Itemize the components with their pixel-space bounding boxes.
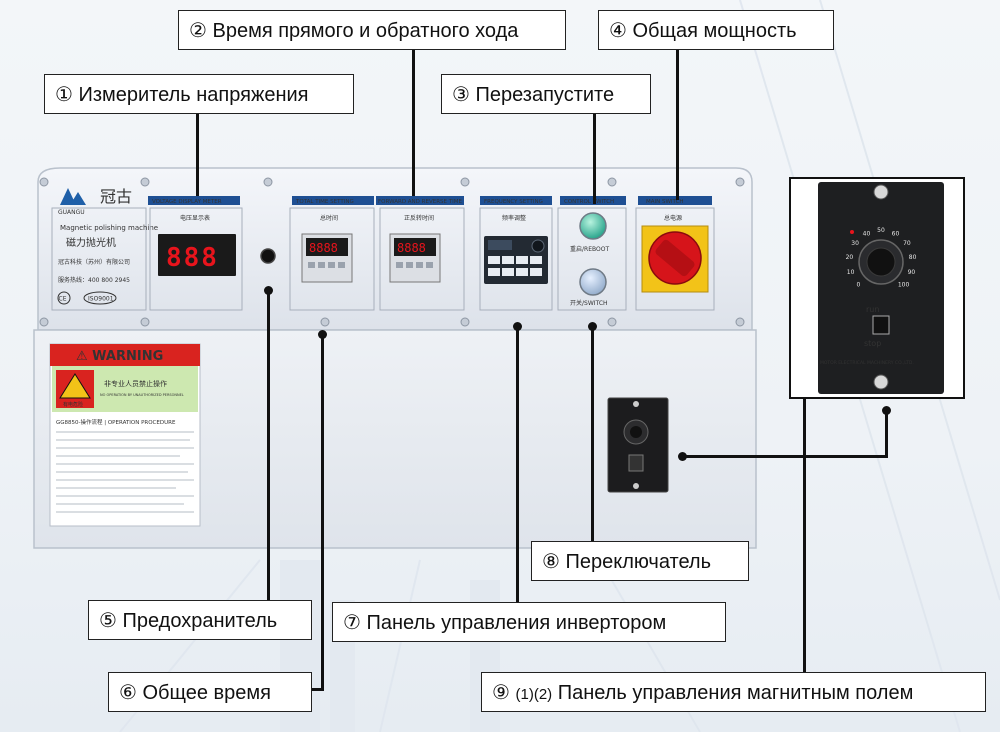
voltage-meter-block: VOLTAGE DISPLAY METER 电压显示表 888 — [148, 196, 243, 311]
callout-magnetic-number: ⑨ — [492, 682, 510, 704]
product-cn: 磁力抛光机 — [66, 236, 116, 249]
brand-cn: 冠古 — [100, 187, 132, 206]
svg-text:stop: stop — [864, 339, 881, 348]
svg-text:CONTROL SWITCH: CONTROL SWITCH — [564, 199, 614, 205]
brand-en: GUANGU — [58, 209, 85, 216]
leader-6h — [312, 688, 324, 691]
dial-tick-label: 0 — [856, 282, 860, 289]
dial-tick-label: 90 — [908, 269, 916, 276]
hotline: 服务热线：400 800 2945 — [58, 276, 130, 284]
leader-4 — [676, 50, 679, 200]
callout-reboot: ③ Перезапустите — [441, 74, 651, 114]
ce-mark — [57, 291, 71, 305]
callout-magnetic-text: Панель управления магнитным полем — [557, 682, 914, 704]
svg-text:非专业人员禁止操作: 非专业人员禁止操作 — [104, 379, 167, 388]
main-switch-block: MAIN SWITCH 总电源 — [635, 196, 715, 311]
svg-text:8888: 8888 — [309, 241, 338, 255]
svg-text:CE: CE — [59, 296, 67, 303]
leader-2 — [412, 50, 415, 196]
callout-magnetic-sub: (1)(2) — [515, 686, 553, 703]
svg-text:8888: 8888 — [397, 241, 426, 255]
svg-text:VOLTAGE DISPLAY METER: VOLTAGE DISPLAY METER — [152, 199, 222, 205]
callout-magnetic-panel: ⑨ (1)(2) Панель управления магнитным пол… — [481, 672, 986, 712]
svg-text:频率调整: 频率调整 — [502, 214, 526, 222]
svg-text:电压显示表: 电压显示表 — [180, 214, 210, 222]
iso-badge — [83, 291, 117, 305]
dial-tick-label: 70 — [903, 240, 911, 247]
company-cn: 冠古科技（苏州）有限公司 — [58, 258, 130, 266]
danger-triangle-icon — [59, 373, 91, 399]
dial-tick-label: 80 — [909, 254, 917, 261]
run-stop-toggle — [872, 315, 890, 335]
dial-tick-label: 50 — [877, 227, 885, 234]
leader-5 — [267, 290, 270, 600]
dial-tick-label: 20 — [846, 254, 854, 261]
brand-logo-icon — [60, 188, 86, 205]
svg-text:TOTAL TIME SETTING: TOTAL TIME SETTING — [295, 199, 354, 205]
dial-tick-label: 100 — [898, 282, 910, 289]
voltage-display — [158, 234, 236, 276]
leader-7 — [516, 326, 519, 602]
svg-text:正反转时间: 正反转时间 — [404, 214, 434, 222]
dial-tick-label: 40 — [863, 231, 871, 238]
svg-text:NO OPERATION BY UNAUTHORIZED P: NO OPERATION BY UNAUTHORIZED PERSONNEL — [100, 393, 184, 397]
voltage-digits: 888 — [166, 243, 219, 273]
svg-text:有电危险: 有电危险 — [63, 401, 83, 408]
callout-inverter-panel: ⑦ Панель управления инвертором — [332, 602, 726, 642]
warning-sticker: ⚠ WARNING 有电危险 非专业人员禁止操作 NO OPERATION BY… — [49, 343, 201, 527]
callout-main-power: ④ Общая мощность — [598, 10, 834, 50]
leader-9v — [885, 410, 888, 458]
switch-button — [579, 268, 607, 296]
svg-text:FORWARD AND REVERSE TIME: FORWARD AND REVERSE TIME — [378, 199, 462, 205]
leader-8 — [591, 326, 594, 541]
fuse-holder — [260, 248, 276, 264]
svg-text:总时间: 总时间 — [320, 214, 338, 222]
svg-text:总电源: 总电源 — [664, 214, 682, 222]
svg-text:ISO9001: ISO9001 — [88, 296, 114, 303]
callout-switch: ⑧ Переключатель — [531, 541, 749, 581]
dial-tick-label: 10 — [847, 269, 855, 276]
callout-voltage-meter: ① Измеритель напряжения — [44, 74, 354, 114]
svg-text:GG8850-操作流程 | OPERATION PROCED: GG8850-操作流程 | OPERATION PROCEDURE — [56, 418, 176, 426]
fwd-rev-time-block: FORWARD AND REVERSE TIME 正反转时间 8888 — [376, 196, 465, 311]
magnetic-controller-inset: run stop MOTOR ELECTRICAL MACHINERY CO.,… — [789, 177, 965, 399]
magnetic-controller-small — [607, 397, 669, 493]
callout-fuse: ⑤ Предохранитель — [88, 600, 312, 640]
reboot-button — [579, 212, 607, 240]
svg-text:开关/SWITCH: 开关/SWITCH — [570, 299, 608, 307]
leader-3 — [593, 114, 596, 204]
svg-text:重启/REBOOT: 重启/REBOOT — [570, 245, 609, 253]
dial-tick-label: 60 — [892, 231, 900, 238]
brand-block: 冠古 GUANGU Magnetic polishing machine 磁力抛… — [51, 187, 158, 311]
svg-text:run: run — [866, 305, 879, 314]
svg-text:FREQUENCY SETTING: FREQUENCY SETTING — [484, 199, 543, 205]
frequency-block: FREQUENCY SETTING 频率调整 — [479, 196, 553, 311]
svg-text:⚠ WARNING: ⚠ WARNING — [76, 349, 163, 364]
svg-text:MAIN SWITCH: MAIN SWITCH — [646, 199, 684, 205]
leader-1 — [196, 114, 199, 196]
leader-9b — [803, 398, 806, 672]
leader-6v — [321, 334, 324, 690]
dial-tick-label: 30 — [851, 240, 859, 247]
leader-9h — [682, 455, 888, 458]
product-en: Magnetic polishing machine — [60, 224, 158, 232]
callout-total-time: ⑥ Общее время — [108, 672, 312, 712]
total-time-block: TOTAL TIME SETTING 总时间 8888 — [289, 196, 375, 311]
svg-text:MOTOR ELECTRICAL MACHINERY CO.: MOTOR ELECTRICAL MACHINERY CO.,LTD. — [820, 360, 914, 366]
callout-fwd-rev-time: ② Время прямого и обратного хода — [178, 10, 566, 50]
